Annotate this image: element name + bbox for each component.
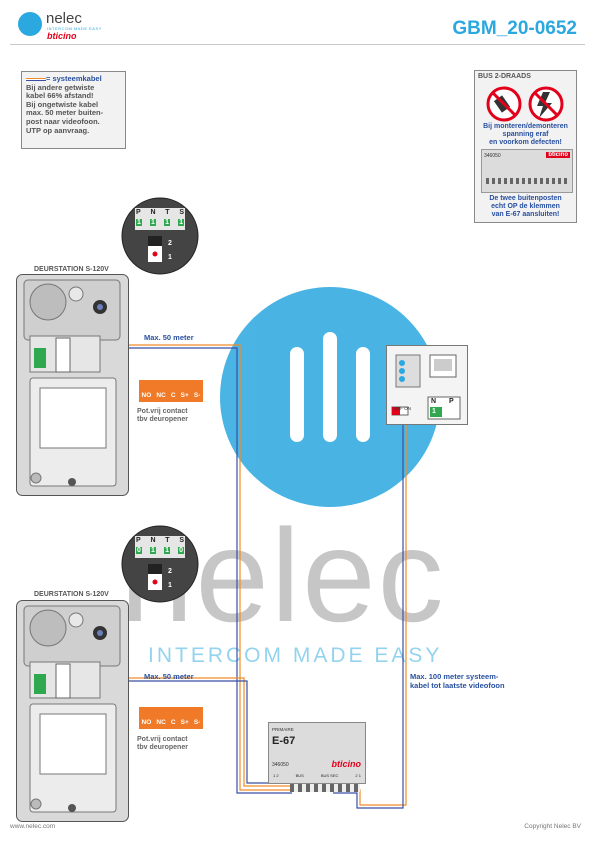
dip-switch-bottom bbox=[121, 525, 199, 603]
bus-title: BUS 2-DRAADS bbox=[478, 73, 531, 80]
nelec-logo-icon bbox=[18, 12, 42, 36]
note-line: post naar videofoon. bbox=[26, 116, 100, 126]
footer-website: www.nelec.com bbox=[10, 823, 56, 830]
note-line: max. 50 meter buiten- bbox=[26, 108, 104, 118]
e67-module-thumbnail: 346050 bticino bbox=[481, 149, 573, 193]
videophone bbox=[386, 345, 468, 425]
distance-label-top: Max. 50 meter bbox=[144, 333, 194, 342]
station-label: DEURSTATION S-120V bbox=[34, 266, 109, 273]
header-divider bbox=[10, 44, 585, 45]
bus-warning-text: Bij monteren/demonteren spanning eraf en… bbox=[483, 123, 568, 146]
distance-label-bottom: Max. 50 meter bbox=[144, 672, 194, 681]
document-code: GBM_20-0652 bbox=[452, 18, 577, 39]
watermark-tagline: INTERCOM MADE EASY bbox=[148, 644, 443, 667]
note-line: Bij ongetwiste kabel bbox=[26, 99, 99, 109]
videophone-value: 1 bbox=[432, 408, 436, 415]
logo-tagline: INTERCOM MADE EASY bbox=[47, 26, 102, 31]
power-unit-screw-terminals bbox=[290, 784, 360, 792]
dip-switch-top bbox=[121, 197, 199, 275]
bus-footer-text: De twee buitenposten echt OP de klemmen … bbox=[489, 195, 562, 218]
note-line: UTP op aanvraag. bbox=[26, 125, 90, 135]
bus-warning-box: BUS 2-DRAADS Bij monteren/demonteren spa… bbox=[474, 70, 577, 223]
note-line: kabel 66% afstand! bbox=[26, 91, 94, 101]
station-label: DEURSTATION S-120V bbox=[34, 591, 109, 598]
videophone-switch-label: OFF ON bbox=[394, 406, 411, 411]
videophone-header-p: P bbox=[449, 398, 454, 405]
logo-name: nelec bbox=[46, 10, 82, 27]
system-cable-swatch bbox=[26, 77, 46, 81]
distance-label-long: Max. 100 meter systeem-kabel tot laatste… bbox=[410, 672, 505, 690]
no-power-warning-icons bbox=[486, 86, 564, 122]
cable-legend: = systeemkabel bbox=[26, 74, 121, 84]
door-station-bottom bbox=[16, 600, 129, 822]
cable-note: = systeemkabel Bij andere getwiste kabel… bbox=[21, 71, 126, 149]
footer-copyright: Copyright Nelec BV bbox=[524, 823, 581, 830]
logo-brand: bticino bbox=[47, 31, 77, 41]
videophone-header-n: N bbox=[431, 398, 437, 405]
door-station-top bbox=[16, 274, 129, 496]
note-line: Bij andere getwiste bbox=[26, 82, 95, 92]
